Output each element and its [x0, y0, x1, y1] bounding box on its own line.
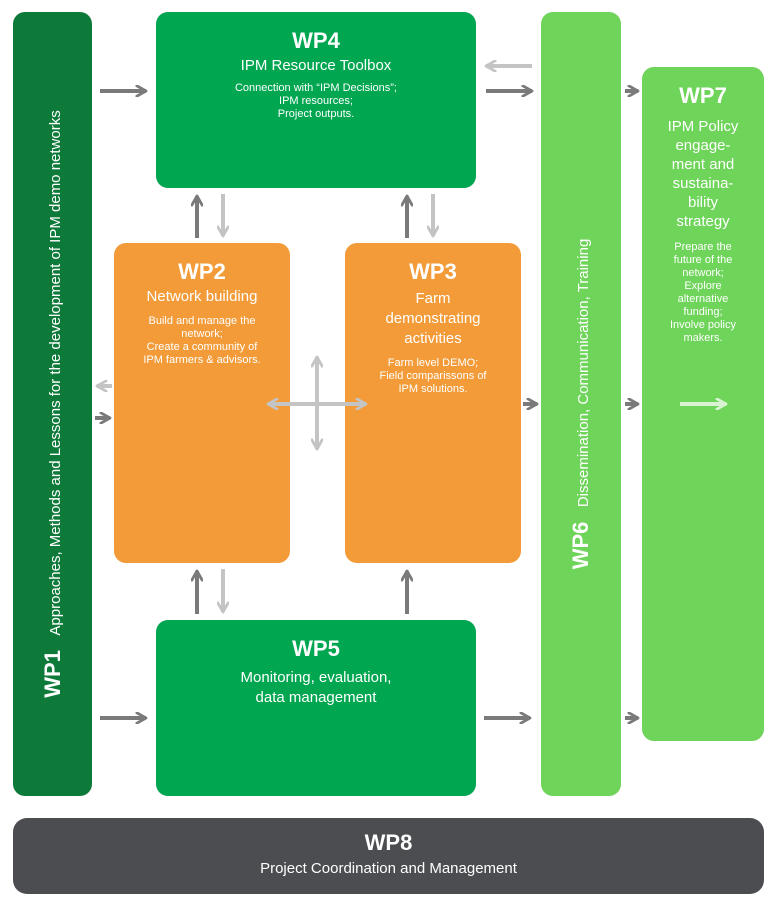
wp4-desc-line: Connection with “IPM Decisions”;	[234, 82, 397, 94]
wp7-subtitle-line: sustaina-	[672, 175, 734, 192]
wp7-desc-line: makers.	[683, 332, 723, 344]
wp5-title: WP5	[292, 636, 340, 661]
wp7-desc-line: Explore	[684, 280, 722, 292]
wp2-desc-line: Build and manage the	[148, 315, 256, 327]
wp2-desc-line: IPM farmers & advisors.	[143, 354, 261, 366]
wp3-subtitle-line: activities	[404, 330, 462, 347]
wp3-desc-line: Farm level DEMO;	[387, 357, 479, 369]
wp5-subtitle-line: Monitoring, evaluation,	[240, 669, 392, 686]
wp1-box: WP1 Approaches, Methods and Lessons for …	[13, 12, 92, 796]
wp7-subtitle-line: IPM Policy	[667, 118, 739, 135]
wp2-desc-line: network;	[181, 328, 223, 340]
wp2-title: WP2	[178, 259, 226, 284]
wp7-desc-line: network;	[682, 267, 724, 279]
wp2-desc-line: Create a community of	[146, 341, 258, 353]
wp3-title: WP3	[409, 259, 457, 284]
wp2-box: WP2 Network building Build and manage th…	[114, 243, 290, 563]
wp2-subtitle: Network building	[146, 288, 258, 305]
wp7-desc-line: future of the	[673, 254, 733, 266]
wp7-desc-line: Prepare the	[674, 241, 732, 253]
wp6-box: WP6 Dissemination, Communication, Traini…	[541, 12, 621, 796]
wp7-desc-line: Involve policy	[669, 319, 737, 331]
wp3-box: WP3 Farm demonstrating activities Farm l…	[345, 243, 521, 563]
wp4-title: WP4	[292, 28, 340, 53]
wp3-subtitle-line: Farm	[415, 290, 451, 307]
wp7-subtitle-line: ment and	[671, 156, 735, 173]
wp4-desc-line: Project outputs.	[277, 108, 355, 120]
wp7-subtitle-line: strategy	[676, 213, 730, 230]
wp7-subtitle-line: engage-	[675, 137, 731, 154]
wp5-subtitle-line: data management	[255, 689, 377, 706]
wp4-desc-line: IPM resources;	[279, 95, 353, 107]
wp7-title: WP7	[679, 83, 727, 108]
wp8-title: WP8	[364, 830, 413, 855]
wp4-box: WP4 IPM Resource Toolbox Connection with…	[156, 12, 476, 188]
wp3-desc-line: Field comparissons of	[379, 370, 487, 382]
wp7-subtitle-line: bility	[687, 194, 718, 211]
wp8-box: WP8 Project Coordination and Management	[13, 818, 764, 894]
wp3-subtitle-line: demonstrating	[385, 310, 481, 327]
wp4-subtitle: IPM Resource Toolbox	[240, 57, 392, 74]
wp3-desc-line: IPM solutions.	[398, 383, 468, 395]
wp8-subtitle: Project Coordination and Management	[260, 860, 517, 877]
wp7-desc-line: alternative	[677, 293, 729, 305]
wp5-box: WP5 Monitoring, evaluation, data managem…	[156, 620, 476, 796]
wp7-desc-line: funding;	[683, 306, 723, 318]
